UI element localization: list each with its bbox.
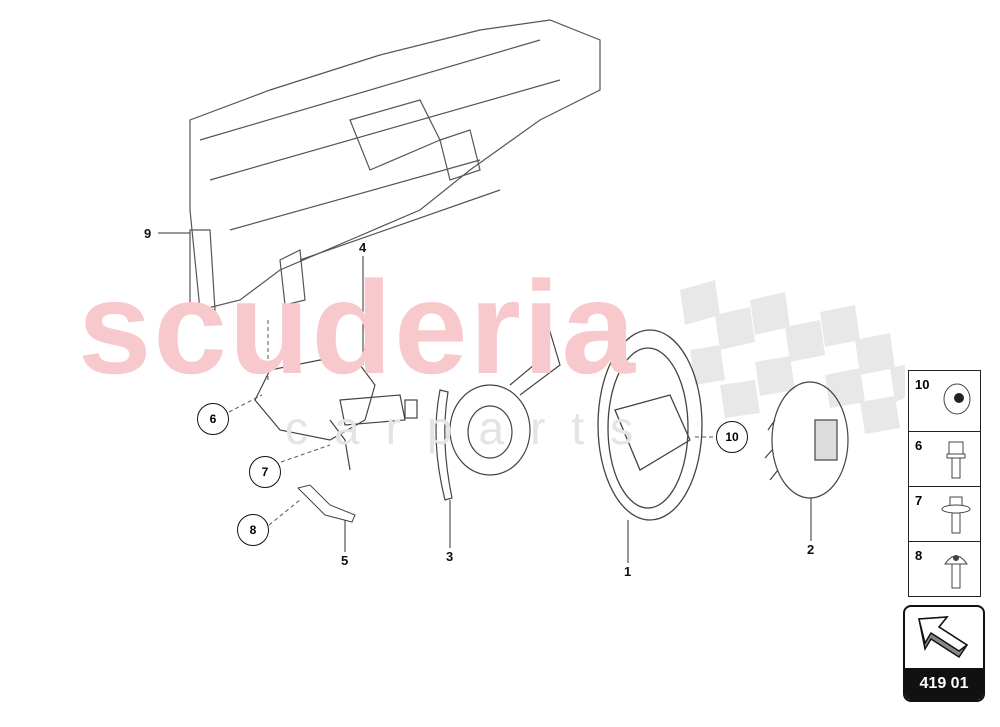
steering-wheel	[597, 329, 703, 521]
next-page-button[interactable]: 419 01	[903, 605, 985, 702]
hex-bolt-icon	[946, 441, 966, 479]
legend-label: 10	[915, 377, 930, 392]
dashboard-crossmember	[189, 19, 601, 311]
legend-row-8: 8	[909, 542, 980, 596]
clock-spring-paddles	[435, 314, 561, 501]
legend-row-7: 7	[909, 487, 980, 542]
callout-circle-8: 8	[237, 514, 269, 546]
legend-label: 6	[915, 438, 923, 453]
page-code: 419 01	[905, 668, 983, 700]
legend-row-6: 6	[909, 432, 980, 487]
steering-column	[254, 359, 418, 471]
arrow-up-left-icon	[918, 616, 969, 659]
callout-2: 2	[807, 542, 815, 557]
callout-5: 5	[341, 553, 349, 568]
callout-circle-7: 7	[249, 456, 281, 488]
legend-label: 8	[915, 548, 923, 563]
torx-screw-icon	[944, 555, 968, 589]
callout-3: 3	[446, 549, 454, 564]
legend-row-10: 10	[909, 371, 980, 432]
flange-bolt-icon	[941, 496, 971, 534]
callout-9: 9	[144, 226, 152, 241]
clip-nut-icon	[943, 383, 971, 415]
callout-4: 4	[359, 240, 367, 255]
checkered-flag-watermark	[680, 280, 905, 434]
bracket	[297, 484, 356, 523]
legend-label: 7	[915, 493, 923, 508]
callout-circle-10: 10	[716, 421, 748, 453]
callout-1: 1	[624, 564, 632, 579]
watermark-sub: carparts	[285, 402, 660, 454]
fastener-legend: 10 6 7 8	[908, 370, 981, 597]
airbag-module	[764, 381, 849, 499]
watermark-brand: scuderia	[78, 254, 637, 401]
callout-circle-6: 6	[197, 403, 229, 435]
